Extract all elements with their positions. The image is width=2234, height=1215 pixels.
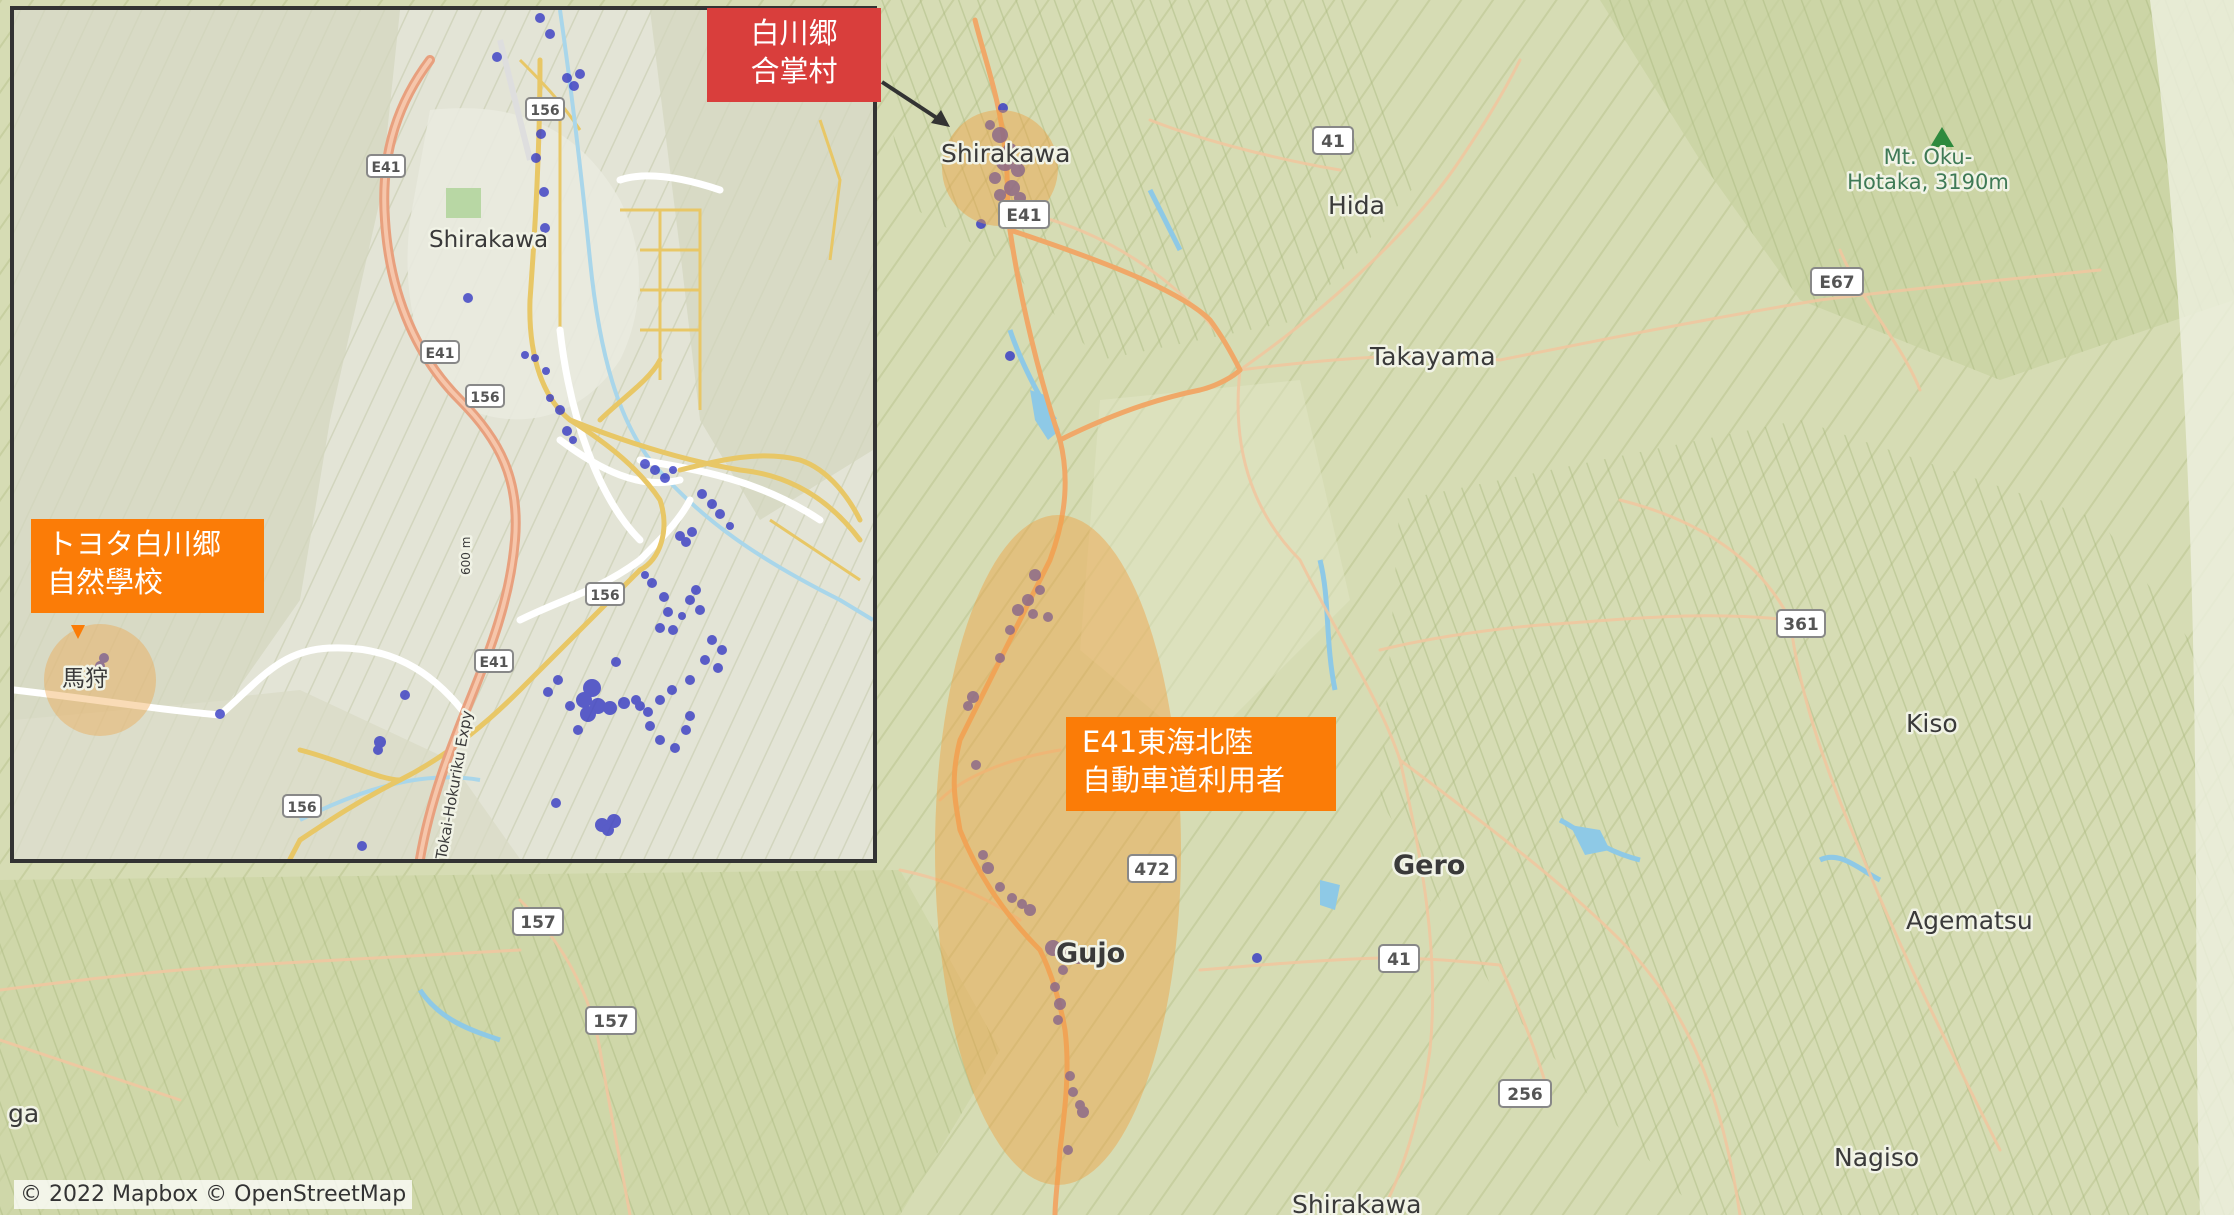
inset-label-shirakawa: Shirakawa xyxy=(429,227,548,253)
label-ga: ga xyxy=(8,1099,39,1128)
callout-arrow xyxy=(880,80,950,127)
shield-r41-top: 41 xyxy=(1312,126,1354,155)
shield-label: E41 xyxy=(425,346,454,362)
inset-shield-r156-d: 156 xyxy=(282,794,322,818)
label-gero: Gero xyxy=(1393,850,1465,881)
inset-shield-r156-c: 156 xyxy=(585,582,625,606)
inset-map: 156 E41 E41 156 156 E41 156 Shirakawa 馬狩… xyxy=(14,10,873,859)
place-labels: Shirakawa Hida Takayama Gero Gujo Kiso A… xyxy=(6,137,2036,1215)
map-attribution[interactable]: © 2022 Mapbox © OpenStreetMap xyxy=(14,1180,413,1209)
shield-r361: 361 xyxy=(1776,609,1826,638)
label-hida: Hida xyxy=(1328,191,1385,220)
shield-r256: 256 xyxy=(1498,1079,1552,1108)
shield-r157-a: 157 xyxy=(512,907,564,936)
shield-label: 41 xyxy=(1387,950,1411,970)
label-shirakawa-main: Shirakawa xyxy=(941,139,1070,168)
shield-r157-b: 157 xyxy=(585,1006,637,1035)
callout-e41-users: E41東海北陸 自動車道利用者 xyxy=(1066,717,1336,811)
shield-label: 156 xyxy=(530,103,559,119)
shield-label: 361 xyxy=(1783,615,1819,635)
inset-shield-r156-b: 156 xyxy=(465,384,505,408)
shield-label: 156 xyxy=(470,390,499,406)
road-layer xyxy=(0,17,2102,1215)
label-takayama: Takayama xyxy=(1369,342,1496,371)
label-peak-line1: Mt. Oku- xyxy=(1884,145,1973,169)
label-nagiso: Nagiso xyxy=(1834,1143,1919,1172)
label-gujo: Gujo xyxy=(1056,938,1125,969)
shield-label: E41 xyxy=(371,160,400,176)
inset-shield-e41-b: E41 xyxy=(420,340,460,364)
label-shirakawa-bottom: Shirakawa xyxy=(1292,1190,1421,1215)
inset-shield-r156-a: 156 xyxy=(525,97,565,121)
inset-shield-e41-a: E41 xyxy=(366,154,406,178)
shield-r472: 472 xyxy=(1127,854,1177,883)
inset-shields: 156 E41 E41 156 156 E41 156 xyxy=(282,97,625,818)
shield-e67: E67 xyxy=(1810,267,1864,296)
highlight-zones xyxy=(935,110,1181,1185)
inset-shield-e41-c: E41 xyxy=(474,649,514,673)
shield-e41-main: E41 xyxy=(998,200,1050,229)
shield-label: 156 xyxy=(590,588,619,604)
lake-layer xyxy=(1030,390,1610,910)
shield-label: 156 xyxy=(287,800,316,816)
inset-markers xyxy=(95,13,734,851)
shield-label: 157 xyxy=(593,1012,629,1032)
shield-label: 157 xyxy=(520,913,556,933)
inset-label-elevation: 600 m xyxy=(459,537,473,575)
location-markers xyxy=(963,103,1262,1155)
inset-label-umagari: 馬狩 xyxy=(62,666,108,692)
callout-toyota-nature-school: トヨタ白川郷 自然學校 xyxy=(31,519,264,613)
shield-label: 472 xyxy=(1134,860,1170,880)
shield-label: E41 xyxy=(479,655,508,671)
mountain-peak-icon xyxy=(1930,127,1954,147)
shield-label: E41 xyxy=(1006,206,1041,226)
callout-shirakawago: 白川郷 合掌村 xyxy=(707,8,881,102)
toyota-pointer-icon xyxy=(71,625,85,639)
road-shields: 41 E41 E67 361 472 41 157 157 256 xyxy=(512,126,1864,1108)
shield-label: 256 xyxy=(1507,1085,1543,1105)
label-agematsu: Agematsu xyxy=(1906,906,2033,935)
label-peak-line2: Hotaka, 3190m xyxy=(1847,170,2009,194)
shield-label: E67 xyxy=(1819,273,1854,293)
label-kiso: Kiso xyxy=(1906,709,1958,738)
shield-label: 41 xyxy=(1321,132,1345,152)
shield-r41-mid: 41 xyxy=(1378,944,1420,973)
